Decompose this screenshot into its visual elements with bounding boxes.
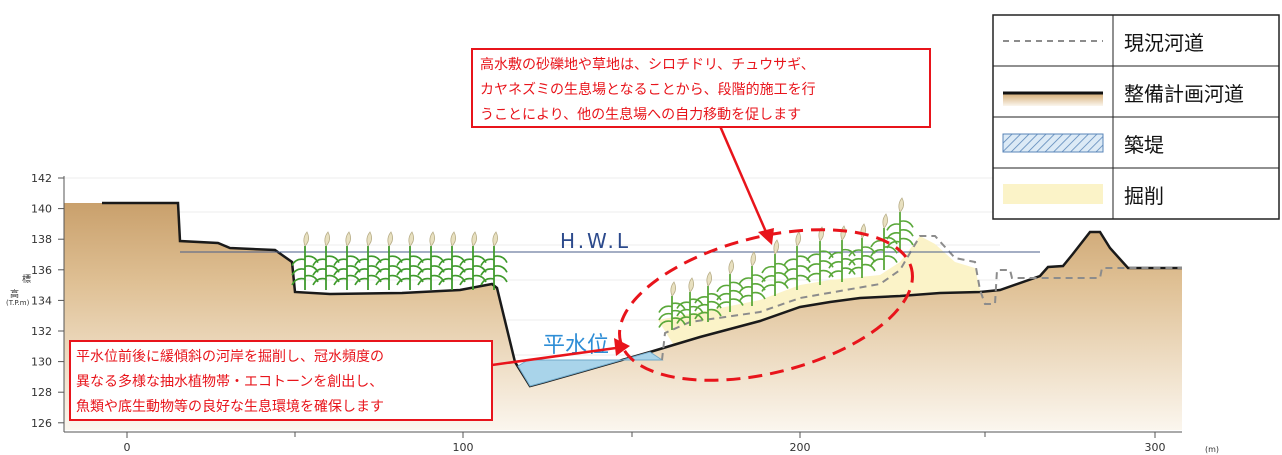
existing-channel-line [661,235,1182,361]
callout-top-line-1: 高水敷の砂礫地や草地は、シロチドリ、チュウサギ、 [480,56,815,73]
callout-bottom-line-3: 魚類や底生動物等の良好な生息環境を確保します [76,398,384,415]
callout-bottom-line-2: 異なる多様な抽水植物帯・エコトーンを創出し、 [76,373,383,390]
callout-bottom-line-1: 平水位前後に緩傾斜の河岸を掘削し、冠水頻度の [76,348,384,365]
hwl-label: H.W.L [560,229,631,253]
reed-plant [291,231,319,290]
legend-label-embankment: 築堤 [1124,133,1164,157]
reed-plant [783,231,811,290]
legend-swatch-embankment [1002,133,1104,153]
callout-arrow-top [718,125,774,245]
y-tick-label: 132 [31,325,52,338]
reed-plant [738,251,766,306]
x-axis-unit: (m) [1205,445,1219,454]
reed-plant [886,197,914,252]
legend-label-planned: 整備計画河道 [1124,82,1244,106]
y-tick-label: 126 [31,417,52,430]
reed-plant [716,259,744,312]
callout-top-line-3: うことにより、他の生息場への自力移動を促します [480,106,801,123]
y-tick-label: 136 [31,264,52,277]
y-tick-label: 134 [31,294,52,307]
callout-bottom: 平水位前後に緩傾斜の河岸を掘削し、冠水頻度の 異なる多様な抽水植物帯・エコトーン… [69,340,493,421]
x-tick-label: 100 [453,441,474,454]
legend-swatch-planned [1003,91,1103,106]
legend-swatch-excavation [1003,184,1103,204]
y-axis-label-1: 標 [22,273,31,285]
x-tick-label: 300 [1145,441,1166,454]
reed-plant [761,239,789,296]
reed-plant [806,226,834,285]
reed-plants-right [658,197,914,330]
legend-label-excavation: 掘削 [1124,184,1164,208]
reed-plant [438,231,466,290]
reed-plant [870,213,898,270]
y-axis-label-2: 高 [10,288,19,300]
x-tick-label: 0 [124,441,131,454]
planned-channel-line [102,201,1182,388]
y-tick-label: 138 [31,233,52,246]
y-tick-label: 128 [31,386,52,399]
callout-top: 高水敷の砂礫地や草地は、シロチドリ、チュウサギ、 カヤネズミの生息場となることか… [471,48,931,128]
x-tick-label: 200 [790,441,811,454]
y-tick-label: 140 [31,203,52,216]
y-axis-unit: (T.P.m) [6,299,30,307]
callout-top-line-2: カヤネズミの生息場となることから、段階的施工を行 [480,81,816,98]
legend: 現況河道 整備計画河道 築堤 掘削 [992,14,1280,220]
reed-plant [828,225,856,282]
callout-arrow-bottom [491,338,630,367]
y-tick-label: 142 [31,172,52,185]
water-body [517,351,664,387]
reed-plants-left [291,231,508,290]
reed-plant [333,231,361,290]
reed-plant [480,231,508,290]
legend-label-existing: 現況河道 [1124,31,1204,55]
y-tick-label: 130 [31,356,52,369]
reed-plant [694,271,722,322]
